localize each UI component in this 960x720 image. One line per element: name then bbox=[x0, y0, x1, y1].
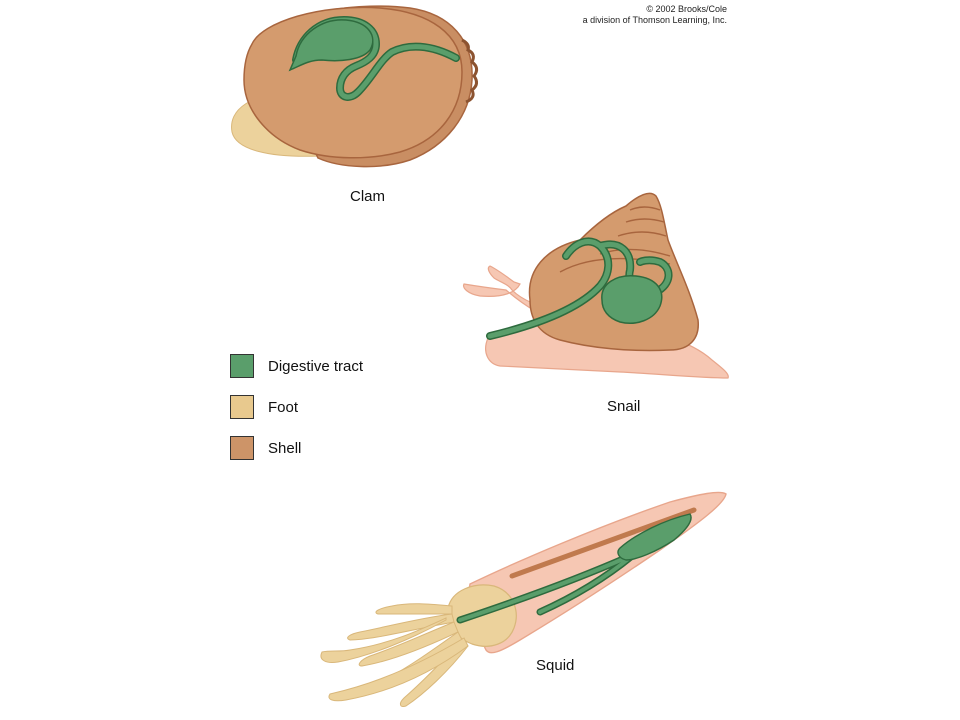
squid-caption: Squid bbox=[536, 657, 575, 674]
clam-stomach bbox=[288, 19, 374, 72]
legend-label-shell: Shell bbox=[268, 439, 302, 457]
clam-caption: Clam bbox=[350, 188, 386, 205]
snail-illustration bbox=[463, 192, 729, 379]
squid-arms bbox=[320, 603, 469, 707]
squid-stomach bbox=[617, 513, 692, 561]
squid-pen bbox=[509, 507, 697, 579]
legend-item-shell: Shell bbox=[230, 434, 430, 462]
legend-label-digestive-tract: Digestive tract bbox=[268, 357, 364, 375]
legend-swatch-foot bbox=[230, 395, 254, 419]
legend-label-foot: Foot bbox=[268, 398, 299, 416]
snail-shell-whorls bbox=[559, 206, 671, 273]
legend-swatch-shell bbox=[230, 436, 254, 460]
squid-illustration bbox=[320, 491, 727, 707]
snail-stomach bbox=[601, 275, 663, 324]
legend-swatch-digestive-tract bbox=[230, 354, 254, 378]
clam-illustration bbox=[231, 5, 479, 168]
legend-item-digestive-tract: Digestive tract bbox=[230, 352, 430, 380]
clam-shell-ridge bbox=[461, 38, 479, 104]
copyright-line-2: a division of Thomson Learning, Inc. bbox=[582, 15, 727, 25]
copyright-line-1: © 2002 Brooks/Cole bbox=[646, 4, 727, 14]
legend: Digestive tract Foot Shell bbox=[230, 352, 430, 475]
snail-shell bbox=[528, 192, 699, 352]
legend-item-foot: Foot bbox=[230, 393, 430, 421]
snail-caption: Snail bbox=[607, 398, 641, 415]
